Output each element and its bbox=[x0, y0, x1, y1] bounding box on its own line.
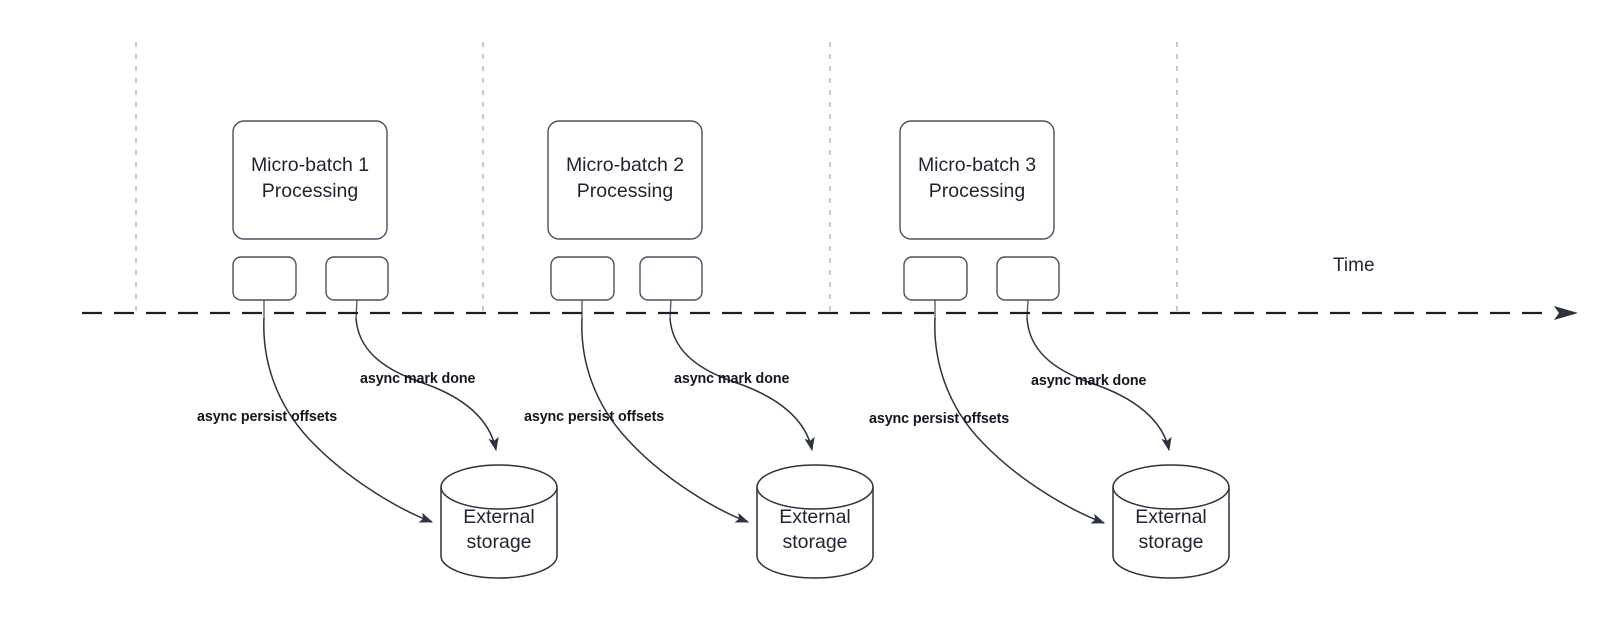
task-box-1b-stem bbox=[355, 299, 358, 319]
mark-done-label-3: async mark done bbox=[1031, 373, 1147, 389]
micro-batch-2-box[interactable] bbox=[547, 120, 703, 240]
cylinder-2-top bbox=[756, 464, 874, 510]
task-box-1a[interactable] bbox=[232, 256, 297, 301]
mark-done-curve-1 bbox=[355, 317, 499, 452]
micro-batch-1-box[interactable] bbox=[232, 120, 388, 240]
micro-batch-3-box[interactable] bbox=[899, 120, 1055, 240]
micro-batch-3-group bbox=[899, 120, 1172, 524]
time-axis-label: Time bbox=[1333, 255, 1375, 276]
mark-done-curve-2 bbox=[669, 317, 815, 452]
persist-offsets-curve-3 bbox=[934, 317, 1106, 524]
external-storage-1[interactable] bbox=[440, 464, 558, 579]
task-box-3b-stem bbox=[1026, 299, 1029, 319]
external-storage-3[interactable] bbox=[1112, 464, 1230, 579]
cylinder-3-top bbox=[1112, 464, 1230, 510]
persist-offsets-label-3: async persist offsets bbox=[869, 411, 1010, 427]
task-box-2b-stem bbox=[669, 299, 672, 319]
task-box-3a[interactable] bbox=[903, 256, 968, 301]
time-axis bbox=[82, 306, 1578, 320]
timeline-dividers bbox=[135, 42, 1178, 313]
cylinder-1-body bbox=[440, 487, 558, 579]
micro-batch-1-group bbox=[232, 120, 499, 523]
persist-offsets-curve-2 bbox=[581, 317, 750, 523]
cylinder-2-body bbox=[756, 487, 874, 579]
task-box-2a[interactable] bbox=[550, 256, 615, 301]
mark-done-label-2: async mark done bbox=[674, 371, 790, 387]
persist-offsets-label-2: async persist offsets bbox=[524, 409, 665, 425]
task-box-2b[interactable] bbox=[639, 256, 703, 301]
time-axis-arrowhead bbox=[1554, 306, 1578, 320]
mark-done-curve-3 bbox=[1026, 317, 1172, 452]
persist-offsets-curve-1 bbox=[263, 317, 434, 523]
persist-offsets-label-1: async persist offsets bbox=[197, 409, 338, 425]
mark-done-label-1: async mark done bbox=[360, 371, 476, 387]
micro-batch-2-group bbox=[547, 120, 815, 523]
task-box-1b[interactable] bbox=[325, 256, 389, 301]
cylinder-1-top bbox=[440, 464, 558, 510]
cylinder-3-body bbox=[1112, 487, 1230, 579]
external-storage-2[interactable] bbox=[756, 464, 874, 579]
task-box-3b[interactable] bbox=[996, 256, 1060, 301]
